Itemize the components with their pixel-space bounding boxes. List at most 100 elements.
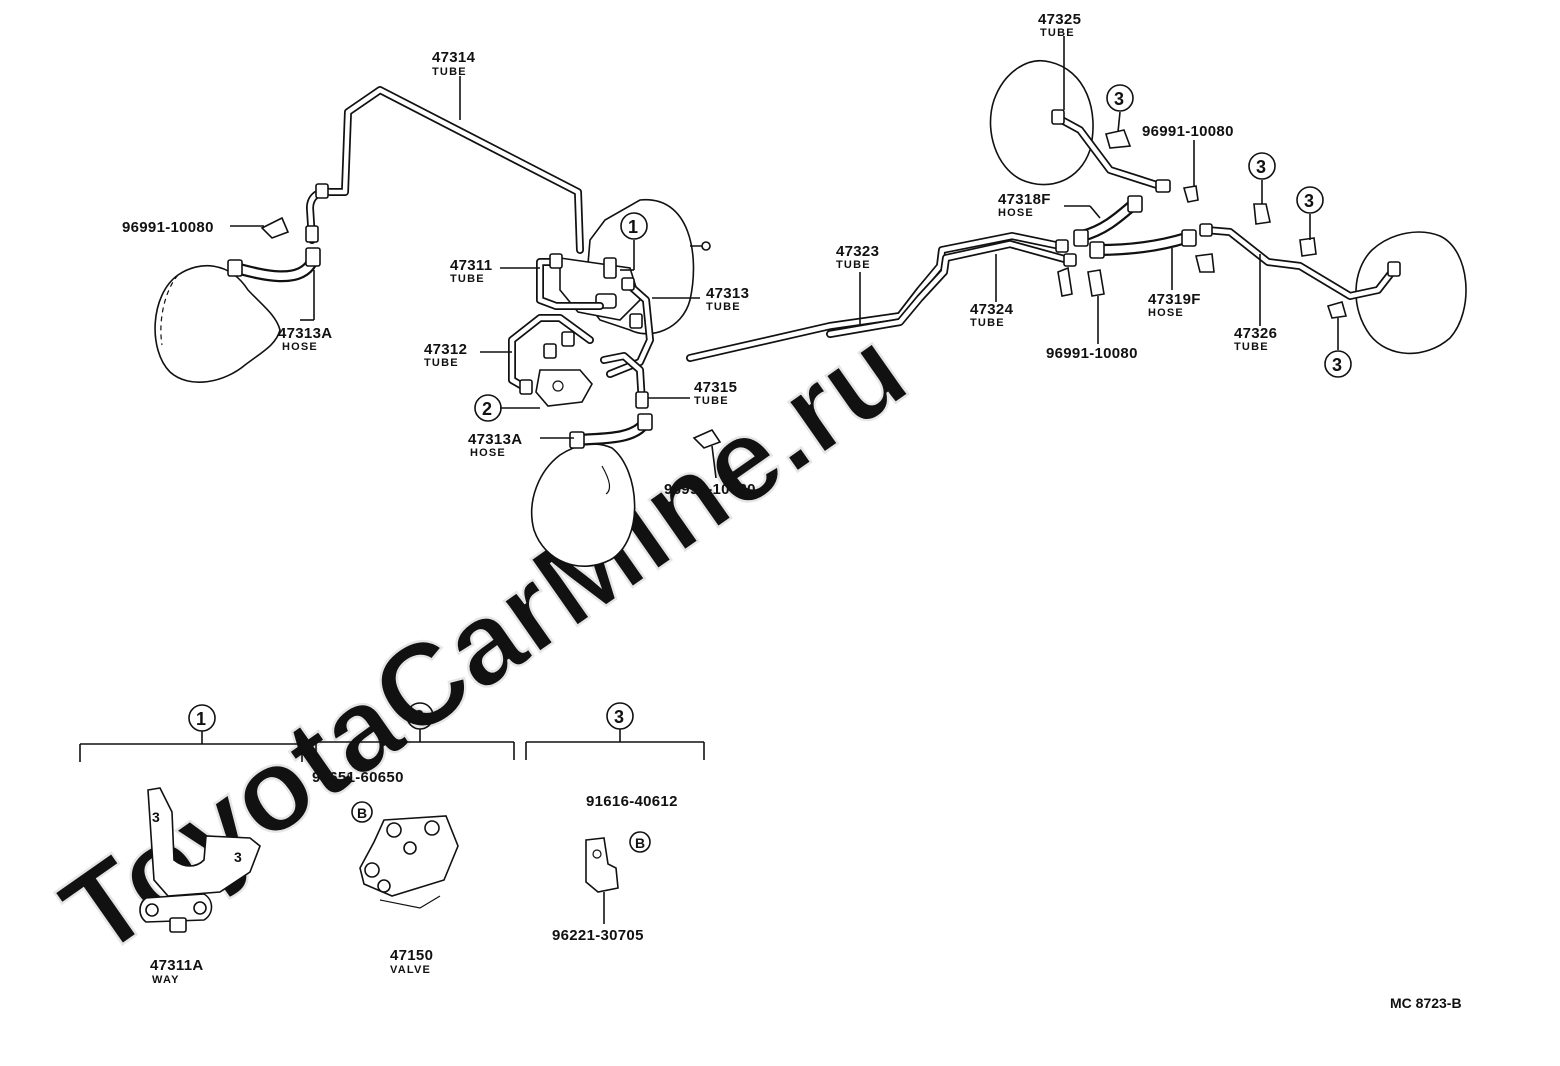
callout-96991-c: 96991-10080 bbox=[1142, 123, 1234, 140]
tube-47314[interactable] bbox=[305, 86, 584, 254]
clamp-3-right-a[interactable] bbox=[1253, 203, 1271, 225]
marker-3-upper[interactable]: 3 bbox=[1106, 84, 1134, 112]
callout-47312: 47312 TUBE bbox=[424, 341, 467, 369]
tube-47311[interactable] bbox=[536, 253, 604, 310]
tube-47325[interactable] bbox=[1051, 109, 1171, 193]
svg-text:B: B bbox=[357, 805, 367, 821]
front-right-drum[interactable] bbox=[530, 443, 636, 568]
part-desc: VALVE bbox=[390, 964, 431, 976]
clamp-96991-rear-center[interactable] bbox=[1057, 266, 1105, 297]
three-way-bracket[interactable]: 3 3 bbox=[139, 787, 261, 933]
part-desc: HOSE bbox=[470, 447, 506, 459]
part-desc: HOSE bbox=[1148, 307, 1184, 319]
bracket-stamp-right: 3 bbox=[234, 849, 242, 865]
part-number: 47319F bbox=[1148, 291, 1201, 308]
callout-47313A-b: 47313A HOSE bbox=[468, 431, 522, 459]
callout-47313: 47313 TUBE bbox=[706, 285, 749, 313]
tube-47326[interactable] bbox=[1199, 223, 1401, 300]
part-number: 96991-10080 bbox=[122, 219, 214, 236]
part-desc: TUBE bbox=[450, 273, 485, 285]
part-number: 47313A bbox=[278, 325, 332, 342]
bracket-stamp-left: 3 bbox=[152, 809, 160, 825]
part-desc: TUBE bbox=[424, 357, 459, 369]
marker-1-main[interactable]: 1 bbox=[620, 212, 648, 240]
bolt-marker-b-right[interactable]: B bbox=[629, 831, 651, 853]
part-number: 47315 bbox=[694, 379, 737, 396]
proportioning-valve-installed[interactable] bbox=[535, 369, 593, 407]
callout-47318F: 47318F HOSE bbox=[998, 191, 1051, 219]
part-number: 47311A bbox=[150, 957, 204, 974]
group-1-label: 1 bbox=[196, 709, 206, 729]
rear-right-drum[interactable] bbox=[1355, 231, 1467, 355]
clamp-3-right-b[interactable] bbox=[1299, 237, 1317, 257]
leader-lines bbox=[230, 36, 1339, 479]
part-desc: TUBE bbox=[970, 317, 1005, 329]
callout-96221: 96221-30705 bbox=[552, 927, 644, 944]
marker-2-main[interactable]: 2 bbox=[474, 394, 502, 422]
part-number: 47326 bbox=[1234, 325, 1277, 342]
callout-47313A-a: 47313A HOSE bbox=[278, 325, 332, 353]
proportioning-valve-47150[interactable] bbox=[359, 815, 459, 909]
part-desc: TUBE bbox=[836, 259, 871, 271]
part-number: 47324 bbox=[970, 301, 1014, 318]
part-desc: TUBE bbox=[694, 395, 729, 407]
marker-3-right-a[interactable]: 3 bbox=[1248, 152, 1276, 180]
callout-96991-d: 96991-10080 bbox=[1046, 345, 1138, 362]
part-number: 96991-10080 bbox=[1142, 123, 1234, 140]
marker-3-right-b[interactable]: 3 bbox=[1296, 186, 1324, 214]
svg-text:B: B bbox=[635, 835, 645, 851]
clamp-96221[interactable] bbox=[585, 837, 619, 893]
part-desc: HOSE bbox=[998, 207, 1034, 219]
callout-96991-b: 96991-10080 bbox=[664, 481, 756, 498]
part-number: 47318F bbox=[998, 191, 1051, 208]
part-number: 96991-10080 bbox=[664, 481, 756, 498]
part-number: 47312 bbox=[424, 341, 467, 358]
callout-47314: 47314 TUBE bbox=[432, 49, 475, 78]
callout-47323: 47323 TUBE bbox=[836, 243, 879, 271]
part-number: 47323 bbox=[836, 243, 879, 260]
callout-47311A: 47311A WAY bbox=[150, 957, 204, 986]
svg-text:2: 2 bbox=[482, 399, 492, 419]
clamp-3-right-c[interactable] bbox=[1326, 301, 1348, 319]
group-3-label: 3 bbox=[614, 707, 624, 727]
callout-47311: 47311 TUBE bbox=[450, 257, 492, 285]
clamp-96991-upper[interactable] bbox=[1182, 185, 1199, 203]
part-desc: WAY bbox=[152, 974, 180, 986]
part-number: 96221-30705 bbox=[552, 927, 644, 944]
part-number: 91651-60650 bbox=[312, 769, 404, 786]
tube-47323[interactable] bbox=[686, 232, 1077, 362]
hose-47318F[interactable] bbox=[1073, 195, 1143, 247]
part-number: 47150 bbox=[390, 947, 433, 964]
part-desc: TUBE bbox=[432, 66, 467, 78]
part-number: 96991-10080 bbox=[1046, 345, 1138, 362]
callout-47326: 47326 TUBE bbox=[1234, 325, 1277, 353]
svg-text:3: 3 bbox=[1256, 157, 1266, 177]
callout-47324: 47324 TUBE bbox=[970, 301, 1014, 329]
hose-47313A-right[interactable] bbox=[569, 413, 653, 449]
callout-96991-a: 96991-10080 bbox=[122, 219, 214, 236]
detail-group-2: 2 bbox=[315, 702, 515, 760]
part-desc: TUBE bbox=[706, 301, 741, 313]
callout-47319F: 47319F HOSE bbox=[1148, 291, 1201, 319]
bolt-marker-b-left[interactable]: B bbox=[351, 801, 373, 823]
tube-47315[interactable] bbox=[600, 352, 649, 409]
front-left-drum[interactable] bbox=[154, 264, 281, 384]
hose-47313A-left[interactable] bbox=[227, 247, 321, 283]
clamp-96991-front[interactable] bbox=[692, 428, 722, 449]
clamp-96991-hose[interactable] bbox=[1195, 253, 1215, 273]
callout-47150: 47150 VALVE bbox=[390, 947, 433, 976]
hose-47319F[interactable] bbox=[1089, 229, 1197, 259]
tube-47312[interactable] bbox=[508, 314, 594, 395]
callout-47315: 47315 TUBE bbox=[694, 379, 737, 407]
part-number: 47313A bbox=[468, 431, 522, 448]
clamp-3-upper[interactable] bbox=[1104, 129, 1132, 149]
marker-3-right-c[interactable]: 3 bbox=[1324, 350, 1352, 378]
part-desc: HOSE bbox=[282, 341, 318, 353]
clamp-96991-left[interactable] bbox=[260, 216, 290, 239]
part-number: 47325 bbox=[1038, 11, 1081, 28]
part-number: 47311 bbox=[450, 257, 492, 274]
svg-text:1: 1 bbox=[628, 217, 638, 237]
rear-upper-drum[interactable] bbox=[989, 60, 1094, 186]
callout-91616: 91616-40612 bbox=[586, 793, 677, 810]
detail-group-1: 1 bbox=[79, 704, 303, 762]
